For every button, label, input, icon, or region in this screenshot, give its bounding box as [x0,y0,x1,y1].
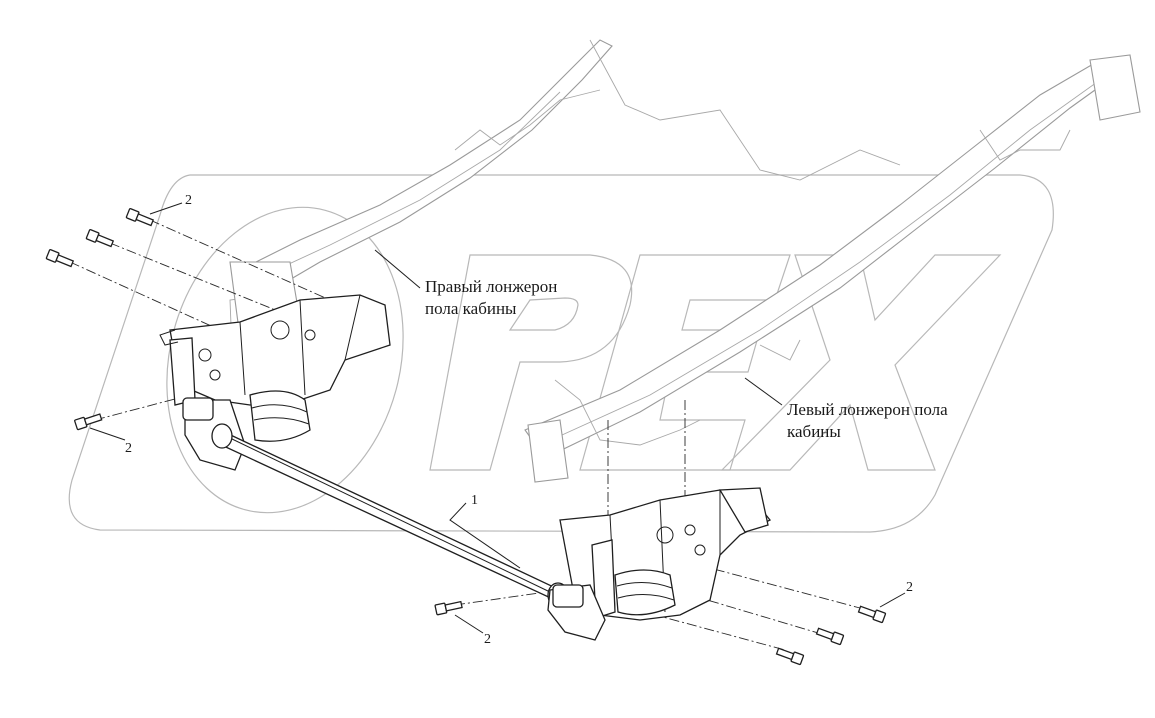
callout-bolt-right: 2 [906,580,913,595]
callout-bolt-top: 2 [185,193,192,208]
label-left-floor-member-line1: Левый лонжерон пола [787,400,948,419]
bolt-icon [125,208,155,227]
frame-left-end [527,419,569,483]
bolt-icon [775,647,805,666]
left-air-spring [614,569,676,616]
frame-rails [229,39,1141,483]
stabilizer-bar [211,423,569,608]
bolt-icon [74,413,103,431]
right-mount-assembly [159,294,391,471]
right-upper-bracket [169,294,391,406]
watermark-outline [68,174,1054,533]
leader-bolt-bottom [454,614,484,634]
left-rail-stub [718,487,769,533]
callout-bolt-left: 2 [125,441,132,456]
callout-bolt-bottom: 2 [484,632,491,647]
label-right-floor-member-line1: Правый лонжерон [425,277,558,296]
watermark-letter-x [720,254,1002,471]
callout-stabilizer-bar: 1 [471,493,478,508]
leader-left-member [744,377,783,406]
leader-right-member [374,249,421,289]
bolts [45,208,887,666]
bolt-icon [857,605,887,624]
bolt-icon [85,229,115,248]
label-right-floor-member-line2: пола кабины [425,299,517,318]
watermark-letter-p [429,254,633,471]
label-right-floor-member: Правый лонжерон пола кабины [425,276,557,320]
bolt-icon [45,249,75,268]
right-shock-absorber [169,337,196,406]
left-mount-assembly [547,487,772,641]
leader-lines [89,202,906,634]
bolt-icon [434,600,463,616]
leader-stabilizer [449,502,521,569]
leader-bolt-right [879,592,906,608]
leader-bolt-left [89,427,126,441]
label-left-floor-member-line2: кабины [787,422,841,441]
frame-rear-end [1089,54,1141,121]
right-air-spring [249,390,311,442]
label-left-floor-member: Левый лонжерон пола кабины [787,399,948,443]
left-shock-absorber [591,539,616,619]
leader-bolt-top [149,202,183,215]
frame-right-rail [239,39,613,297]
bolt-icon [815,627,845,646]
